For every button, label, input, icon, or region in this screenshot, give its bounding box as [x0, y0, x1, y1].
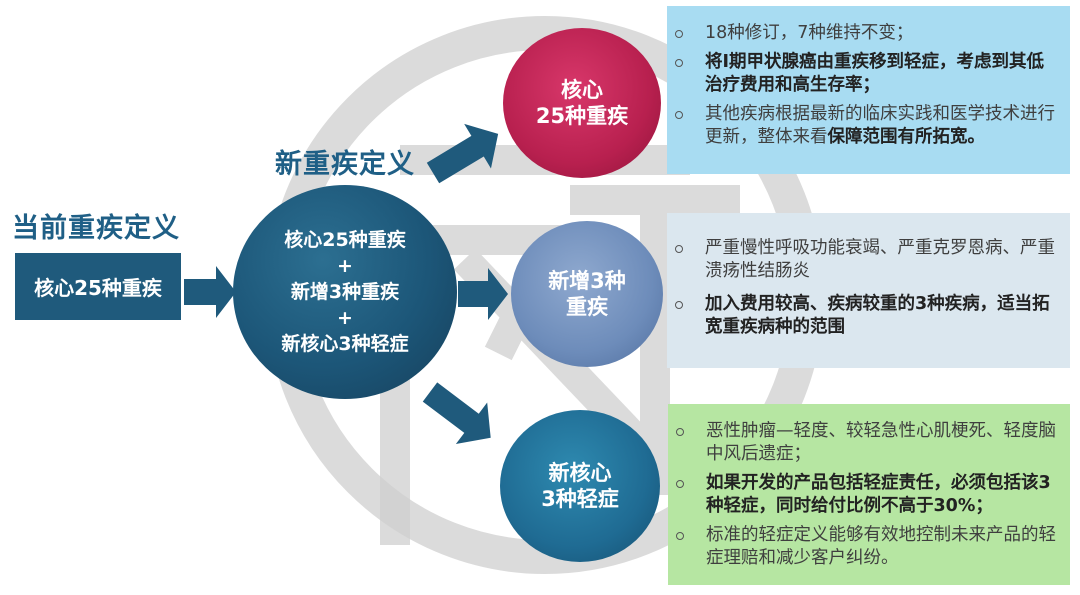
branch-circle-line: 25种重疾	[535, 104, 629, 128]
arrow-to-branch-1	[426, 123, 499, 184]
bullet-text: 严重慢性呼吸功能衰竭、严重克罗恩病、严重溃疡性结肠炎	[705, 238, 1055, 281]
branch-circle-line: 3种轻症	[541, 487, 619, 511]
bullet-text: 将I期甲状腺癌由重疾移到轻症，考虑到其低治疗费用和高生存率；	[705, 52, 1045, 95]
new-definition-line: +	[337, 307, 353, 329]
branch-circle-line: 核心	[561, 78, 603, 102]
new-definition-circle: 核心25种重疾 + 新增3种重疾 + 新核心3种轻症	[233, 185, 457, 399]
bullet-text-emphasis: 保障范围有所拓宽。	[827, 127, 986, 147]
panel-bullet: 加入费用较高、疾病较重的3种疾病，适当拓宽重疾病种的范围	[675, 293, 1058, 339]
panel-bullet: 其他疾病根据最新的临床实践和医学技术进行更新，整体来看保障范围有所拓宽。	[675, 103, 1058, 149]
panel-bullet: 恶性肿瘤—轻度、较轻急性心肌梗死、轻度脑中风后遗症；	[676, 420, 1058, 466]
branch-circle-line: 新核心	[548, 461, 612, 485]
panel-new-3: 严重慢性呼吸功能衰竭、严重克罗恩病、严重溃疡性结肠炎 加入费用较高、疾病较重的3…	[667, 213, 1070, 368]
new-definition-line: 新增3种重疾	[290, 281, 400, 303]
bullet-text: 其他疾病根据最新的临床实践和医学技术进行更新，整体来看	[705, 104, 1055, 147]
new-definition-line: 新核心3种轻症	[281, 333, 409, 355]
branch-circle-new-3: 新增3种 重疾	[511, 221, 663, 367]
panel-bullet: 将I期甲状腺癌由重疾移到轻症，考虑到其低治疗费用和高生存率；	[675, 51, 1058, 97]
panel-bullet: 严重慢性呼吸功能衰竭、严重克罗恩病、严重溃疡性结肠炎	[675, 237, 1058, 283]
new-definition-title: 新重疾定义	[275, 149, 415, 180]
new-definition-line: +	[337, 255, 353, 277]
branch-circle-line: 重疾	[566, 295, 608, 319]
branch-circle-mild-3: 新核心 3种轻症	[500, 410, 660, 562]
branch-circle-line: 新增3种	[548, 269, 626, 293]
arrow-to-branch-3	[422, 382, 491, 445]
arrow-current-to-new	[184, 266, 236, 318]
arrow-to-branch-2	[458, 268, 508, 320]
bullet-text: 恶性肿瘤—轻度、较轻急性心肌梗死、轻度脑中风后遗症；	[706, 421, 1056, 464]
panel-bullet: 18种修订，7种维持不变；	[675, 22, 1058, 45]
bullet-text: 如果开发的产品包括轻症责任，必须包括该3种轻症，同时给付比例不高于30%；	[706, 473, 1051, 516]
current-definition-box: 核心25种重疾	[15, 253, 181, 320]
panel-core-25: 18种修订，7种维持不变； 将I期甲状腺癌由重疾移到轻症，考虑到其低治疗费用和高…	[667, 6, 1070, 174]
bullet-text: 标准的轻症定义能够有效地控制未来产品的轻症理赔和减少客户纠纷。	[706, 525, 1056, 568]
branch-circle-core-25: 核心 25种重疾	[503, 28, 661, 178]
bullet-text: 加入费用较高、疾病较重的3种疾病，适当拓宽重疾病种的范围	[705, 294, 1050, 337]
bullet-text: 18种修订，7种维持不变；	[705, 23, 914, 43]
panel-bullet: 如果开发的产品包括轻症责任，必须包括该3种轻症，同时给付比例不高于30%；	[676, 472, 1058, 518]
new-definition-line: 核心25种重疾	[284, 229, 406, 251]
current-definition-title: 当前重疾定义	[12, 213, 180, 244]
panel-mild-3: 恶性肿瘤—轻度、较轻急性心肌梗死、轻度脑中风后遗症； 如果开发的产品包括轻症责任…	[668, 404, 1070, 585]
panel-bullet: 标准的轻症定义能够有效地控制未来产品的轻症理赔和减少客户纠纷。	[676, 524, 1058, 570]
